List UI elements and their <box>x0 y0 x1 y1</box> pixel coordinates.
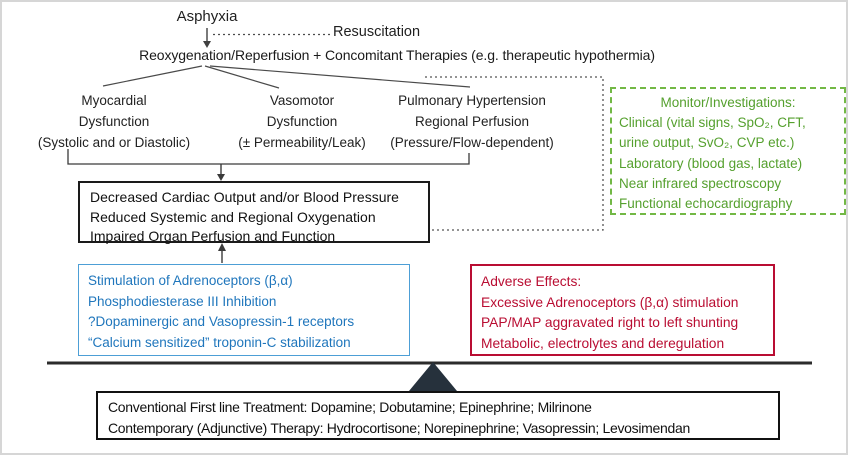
treatment-line2: Contemporary (Adjunctive) Therapy: Hydro… <box>108 419 690 436</box>
branch-vasomotor: Vasomotor Dysfunction (± Permeability/Le… <box>216 90 388 153</box>
mechanism-line4: “Calcium sensitized” troponin-C stabiliz… <box>88 334 351 350</box>
monitor-box-header: Monitor/Investigations: <box>660 95 796 110</box>
adverse-header: Adverse Effects: <box>481 274 582 289</box>
mechanism-line1: Stimulation of Adrenoceptors (β,α) <box>88 273 293 288</box>
mechanism-line2: Phosphodiesterase III Inhibition <box>88 293 277 309</box>
monitor-investigations-box: Monitor/Investigations: Clinical (vital … <box>610 87 846 215</box>
branch-vasomotor-line1: Vasomotor <box>269 93 335 108</box>
branch-myocardial-line2: Dysfunction <box>78 114 150 129</box>
branch-vasomotor-line2: Dysfunction <box>266 114 338 129</box>
consequence-line3: Impaired Organ Perfusion and Function <box>90 228 336 244</box>
branch-pulmonary-line3: (Pressure/Flow-dependent) <box>390 135 554 150</box>
branch-pulmonary-line2: Regional Perfusion <box>414 114 530 129</box>
branch-myocardial-line3: (Systolic and or Diastolic) <box>37 135 191 150</box>
branch-fan-lines <box>102 65 471 89</box>
monitor-box-line3: Laboratory (blood gas, lactate) <box>619 155 803 171</box>
monitor-dotted-connector <box>425 76 604 231</box>
asphyxia-label: Asphyxia <box>176 8 238 25</box>
adverse-line3: Metabolic, electrolytes and deregulation <box>481 335 725 351</box>
branch-pulmonary-line1: Pulmonary Hypertension <box>398 93 546 108</box>
mechanism-line3: ?Dopaminergic and Vasopressin-1 receptor… <box>88 314 355 329</box>
monitor-box-line5: Functional echocardiography <box>619 196 793 212</box>
branch-pulmonary: Pulmonary Hypertension Regional Perfusio… <box>374 90 570 153</box>
consequence-line2: Reduced Systemic and Regional Oxygenatio… <box>90 208 376 225</box>
asphyxia-down-arrow <box>203 28 211 48</box>
monitor-box-line2: urine output, SvO₂, CVP etc.) <box>619 135 795 151</box>
resuscitation-label: Resuscitation <box>333 24 421 40</box>
adverse-line2: PAP/MAP aggravated right to left shuntin… <box>481 315 739 330</box>
reoxygenation-label: Reoxygenation/Reperfusion + Concomitant … <box>139 47 655 63</box>
treatment-line1: Conventional First line Treatment: Dopam… <box>108 399 592 415</box>
mechanism-up-arrow <box>218 243 226 263</box>
branch-myocardial: Myocardial Dysfunction (Systolic and or … <box>30 90 198 153</box>
branch-myocardial-line1: Myocardial <box>81 93 147 108</box>
monitor-box-line1: Clinical (vital signs, SpO₂, CFT, <box>619 115 806 131</box>
adverse-effects-box: Adverse Effects: Excessive Adrenoceptors… <box>470 264 775 356</box>
branch-vasomotor-line3: (± Permeability/Leak) <box>238 135 366 150</box>
mechanism-box: Stimulation of Adrenoceptors (β,α) Phosp… <box>78 264 410 356</box>
consequence-line1: Decreased Cardiac Output and/or Blood Pr… <box>90 189 399 205</box>
consequence-box: Decreased Cardiac Output and/or Blood Pr… <box>78 181 430 244</box>
adverse-line1: Excessive Adrenoceptors (β,α) stimulatio… <box>481 294 739 310</box>
treatment-box: Conventional First line Treatment: Dopam… <box>96 391 780 440</box>
monitor-box-line4: Near infrared spectroscopy <box>619 175 782 191</box>
branch-bracket <box>67 149 470 181</box>
fulcrum-triangle-icon <box>409 362 457 391</box>
